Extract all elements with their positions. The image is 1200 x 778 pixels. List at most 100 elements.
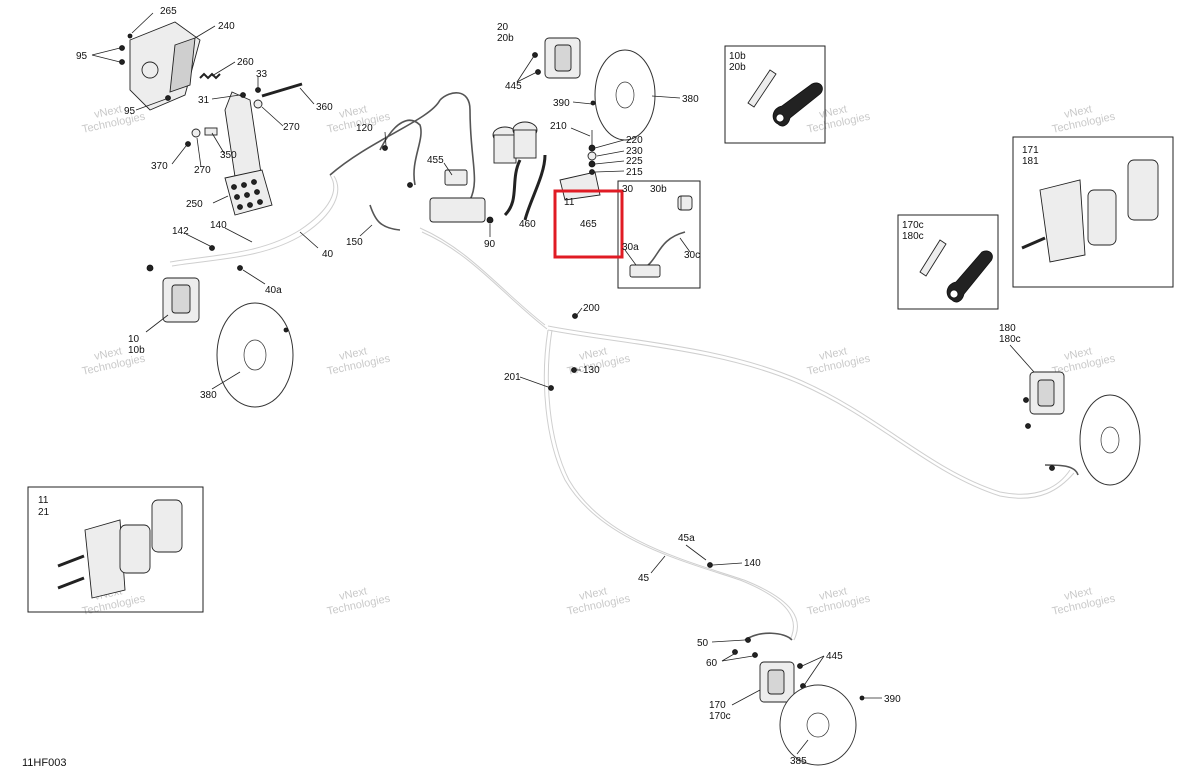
clip-200 <box>572 313 578 319</box>
leader <box>145 314 169 333</box>
callout-33: 33 <box>256 69 268 80</box>
inset-border <box>724 45 826 144</box>
hose-30c <box>639 231 686 271</box>
callout-210: 210 <box>550 121 567 132</box>
fitting-90 <box>486 216 494 224</box>
leader <box>211 61 236 77</box>
callout-150: 150 <box>346 237 363 248</box>
leader <box>242 269 266 285</box>
callout-460: 460 <box>519 219 536 230</box>
callout-455: 455 <box>427 155 444 166</box>
callout-labels: 265 240 95 260 33 31 95 360 270 350 370 … <box>76 6 1021 767</box>
watermark-line1: vNext <box>818 585 848 603</box>
disc-hub <box>615 81 635 109</box>
brake-pad <box>119 524 151 574</box>
leader <box>384 131 387 147</box>
sensor-455 <box>444 169 468 186</box>
callout-390-rear: 390 <box>884 694 901 705</box>
bolt-50 <box>745 637 751 643</box>
hose-reservoir <box>439 92 476 201</box>
leader <box>594 139 625 149</box>
leader <box>211 132 225 154</box>
inset-border <box>27 486 204 613</box>
disc-hub <box>1100 426 1120 454</box>
rear-center-brake <box>732 637 865 766</box>
washer-60 <box>752 652 758 658</box>
leader <box>679 237 691 253</box>
highlight-box <box>553 189 624 259</box>
bushing-270 <box>253 99 263 109</box>
callout-95: 95 <box>76 51 88 62</box>
leader <box>299 231 319 249</box>
reservoir-hose-b <box>523 154 547 221</box>
pedal-spring-260 <box>199 72 221 80</box>
watermark-line1: vNext <box>338 103 368 121</box>
leader <box>171 145 187 165</box>
pedal-dimple <box>231 184 237 190</box>
reservoir-body-left <box>493 134 517 164</box>
hose-rear-right-stub <box>1044 464 1079 476</box>
sleeve-350 <box>204 127 218 136</box>
pedal-shaft-360 <box>261 82 303 98</box>
leader <box>575 307 583 317</box>
callout-31: 31 <box>198 95 210 106</box>
callout-230: 230 <box>626 146 643 157</box>
leader <box>594 160 625 165</box>
callout-140: 140 <box>210 220 227 231</box>
leader <box>359 224 373 237</box>
clip-140 <box>707 562 713 568</box>
nut-33 <box>255 87 261 93</box>
watermark-line1: vNext <box>1063 345 1093 363</box>
pedal-dimple <box>251 179 257 185</box>
pedal-dimple <box>237 204 243 210</box>
callout-10: 10 <box>128 334 140 345</box>
inset-label: 181 <box>1022 156 1039 167</box>
pedal-bracket-face <box>169 37 196 93</box>
banjo-bolt-142 <box>146 264 154 272</box>
brake-line-rear <box>547 329 798 641</box>
leader <box>801 655 825 667</box>
leader <box>685 544 707 561</box>
callout-11-small: 11 <box>564 197 575 208</box>
front-left-brake <box>146 245 294 408</box>
nut-225 <box>588 160 596 168</box>
pad-bracket <box>1039 179 1086 263</box>
front-right-brake <box>532 37 656 141</box>
leader <box>796 739 809 755</box>
callout-390-top: 390 <box>553 98 570 109</box>
callout-350: 350 <box>220 150 237 161</box>
brake-line-rear <box>543 329 794 641</box>
clip <box>407 182 413 188</box>
callout-142: 142 <box>172 226 189 237</box>
inset-border <box>617 180 701 289</box>
inset-label: 21 <box>38 507 50 518</box>
washer-60 <box>732 649 738 655</box>
callout-260: 260 <box>237 57 254 68</box>
clip-130 <box>571 367 577 373</box>
reservoir-body-right <box>513 129 537 159</box>
leader <box>651 95 681 99</box>
brake-line-right <box>547 325 1071 495</box>
bleeder-screw <box>747 69 777 108</box>
inset-label: 180c <box>902 231 924 242</box>
inset-label: 10b <box>729 51 746 62</box>
leader <box>211 94 241 100</box>
pedal-dimple <box>244 192 250 198</box>
leader-lines <box>91 12 1035 755</box>
reservoir-hose-a <box>503 159 522 217</box>
inset-border <box>1012 136 1174 288</box>
watermark-line1: vNext <box>338 345 368 363</box>
bleeder-screw <box>919 239 947 277</box>
callout-250: 250 <box>186 199 203 210</box>
leader <box>185 233 211 247</box>
callout-360: 360 <box>316 102 333 113</box>
inset-border <box>897 214 999 310</box>
callout-45: 45 <box>638 573 650 584</box>
callout-40a: 40a <box>265 285 282 296</box>
leader <box>519 376 549 388</box>
pedal-dimple <box>257 199 263 205</box>
callout-465: 465 <box>580 219 597 230</box>
washer-230 <box>587 151 597 161</box>
leader <box>594 170 625 173</box>
brake-pad <box>1087 189 1117 246</box>
